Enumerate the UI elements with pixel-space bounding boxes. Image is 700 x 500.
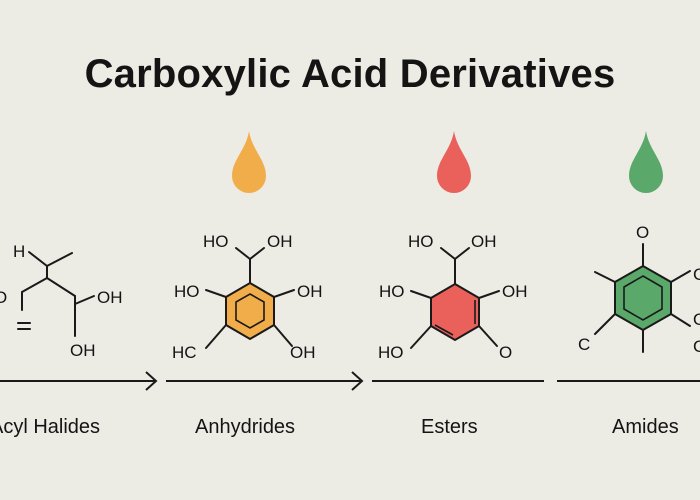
ester-atom-ho-bottom: HO — [378, 343, 404, 362]
diagram-title: Carboxylic Acid Derivatives — [84, 52, 616, 96]
arrow-1-head — [145, 371, 158, 391]
caption-acyl-halides: Acyl Halides — [0, 416, 100, 438]
acyl-atom-o: O — [0, 288, 7, 307]
reaction-arrows — [0, 371, 700, 391]
ester-atom-oh-right: OH — [502, 282, 528, 301]
amide-atom-c-left: C — [578, 335, 590, 354]
acyl-atom-oh-1: OH — [97, 288, 123, 307]
amide-atom-c-right-top: C — [693, 265, 700, 284]
ester-atom-o-bottom: O — [499, 343, 512, 362]
anhydride-atom-oh-bottom: OH — [290, 343, 316, 362]
caption-anhydrides: Anhydrides — [195, 416, 295, 438]
acyl-atom-oh-2: OH — [70, 341, 96, 360]
amide-atom-o-top: O — [636, 223, 649, 242]
amide-atom-c-right-bottom: C — [693, 337, 700, 356]
anhydride-droplet — [232, 131, 266, 193]
ester-atom-ho-top: HO — [408, 232, 434, 251]
anhydride-atom-ho-left: HO — [174, 282, 200, 301]
arrow-2-head — [351, 371, 364, 391]
amide-atom-o-right: O — [693, 310, 700, 329]
amide-molecule: O C C O C — [578, 223, 700, 356]
anhydride-atom-oh-right: OH — [297, 282, 323, 301]
caption-esters: Esters — [421, 416, 478, 438]
caption-amides: Amides — [612, 416, 679, 438]
ester-molecule: HO OH HO OH HO O — [378, 232, 528, 362]
anhydride-atom-ho-top: HO — [203, 232, 229, 251]
acyl-atom-h: H — [13, 242, 25, 261]
anhydride-atom-hc: HC — [172, 343, 197, 362]
ester-atom-oh-top: OH — [471, 232, 497, 251]
acyl-halide-molecule: H O OH OH — [0, 242, 123, 360]
amide-droplet — [629, 131, 663, 193]
ester-droplet — [437, 131, 471, 193]
ester-atom-ho-left: HO — [379, 282, 405, 301]
anhydride-atom-oh-top: OH — [267, 232, 293, 251]
anhydride-molecule: HO OH HO OH HC OH — [172, 232, 323, 362]
